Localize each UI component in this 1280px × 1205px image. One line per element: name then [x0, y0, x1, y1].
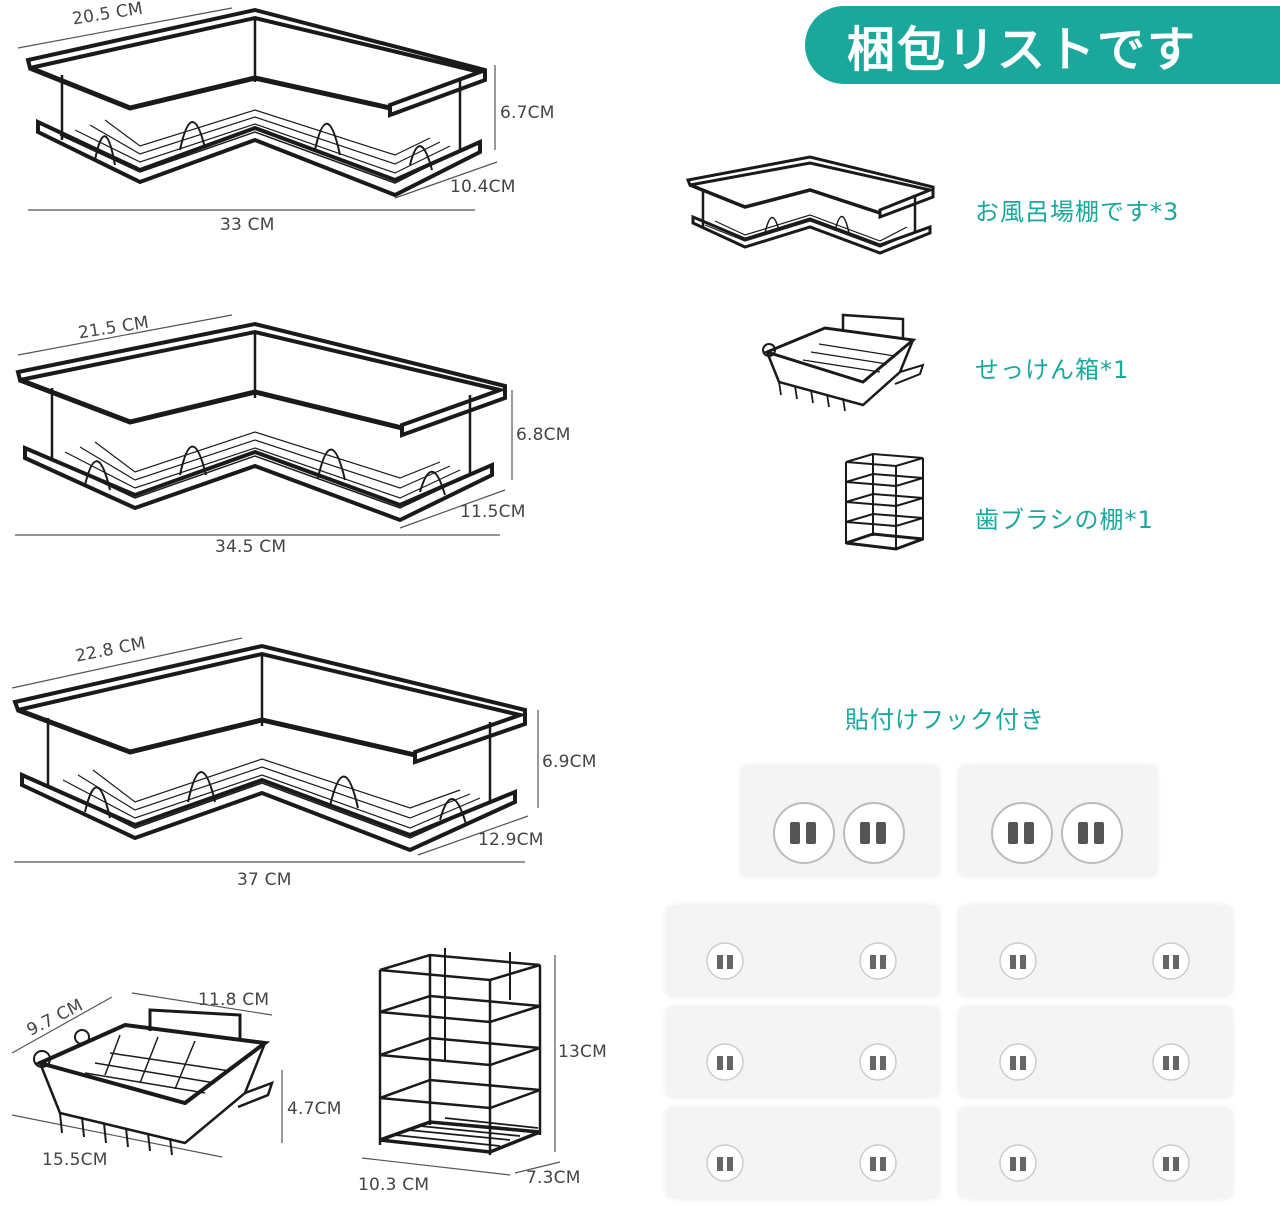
content-toothbrush-rack-thumbnail: [845, 452, 924, 551]
content-item-soap-dish: せっけん箱*1: [975, 356, 1130, 384]
hook-clip-icon: [773, 802, 905, 864]
shelf-3-width-dim: 37 CM: [237, 870, 292, 890]
toothbrush-rack-width-dim: 10.3 CM: [358, 1175, 430, 1195]
hook-clip-icon: [706, 1144, 897, 1182]
hook-clip-icon: [999, 1043, 1190, 1081]
adhesive-hook-pad: [958, 905, 1233, 997]
shelf-2-width-dim: 34.5 CM: [215, 537, 287, 557]
adhesive-hook-pad-large: [740, 765, 940, 877]
toothbrush-rack-height-dim: 13CM: [558, 1042, 607, 1062]
shelf-2-height-dim: 6.8CM: [516, 425, 571, 445]
corner-shelf-3-illustration: [11, 637, 539, 863]
content-soap-dish-thumbnail: [762, 313, 925, 412]
packing-list-banner: 梱包リストです: [805, 6, 1280, 84]
hooks-label: 貼付けフック付き: [845, 706, 1045, 734]
shelf-3-height-dim: 6.9CM: [542, 752, 597, 772]
soap-dish-width-dim: 11.8 CM: [198, 990, 270, 1010]
toothbrush-rack-illustration: [361, 948, 561, 1176]
corner-shelf-1-illustration: [17, 7, 498, 211]
adhesive-hook-pad: [958, 1006, 1233, 1098]
shelf-3-depth-dim: 12.9CM: [478, 830, 544, 850]
corner-shelf-2-illustration: [15, 314, 513, 536]
hook-clip-icon: [991, 802, 1123, 864]
shelf-1-depth-dim: 10.4CM: [450, 177, 516, 197]
banner-title: 梱包リストです: [847, 22, 1198, 78]
hook-clip-icon: [999, 1144, 1190, 1182]
adhesive-hook-pad: [665, 905, 940, 997]
content-item-toothbrush-rack: 歯ブラシの棚*1: [975, 506, 1154, 534]
adhesive-hook-pad: [665, 1006, 940, 1098]
content-shelf-thumbnail: [685, 155, 936, 255]
hook-clip-icon: [706, 1043, 897, 1081]
shelf-1-height-dim: 6.7CM: [500, 103, 555, 123]
soap-dish-illustration: [11, 992, 283, 1158]
adhesive-hook-pad: [958, 1107, 1233, 1199]
adhesive-hook-pad-large: [958, 765, 1158, 877]
hook-clip-icon: [999, 942, 1190, 980]
shelf-1-width-dim: 33 CM: [220, 215, 275, 235]
content-item-shelf: お風呂場棚です*3: [975, 198, 1180, 226]
shelf-2-depth-dim: 11.5CM: [460, 502, 526, 522]
soap-dish-height-dim: 4.7CM: [287, 1099, 342, 1119]
toothbrush-rack-depth-dim: 7.3CM: [526, 1168, 581, 1188]
soap-dish-length-dim: 15.5CM: [42, 1150, 108, 1170]
adhesive-hook-pad: [665, 1107, 940, 1199]
hook-clip-icon: [706, 942, 897, 980]
